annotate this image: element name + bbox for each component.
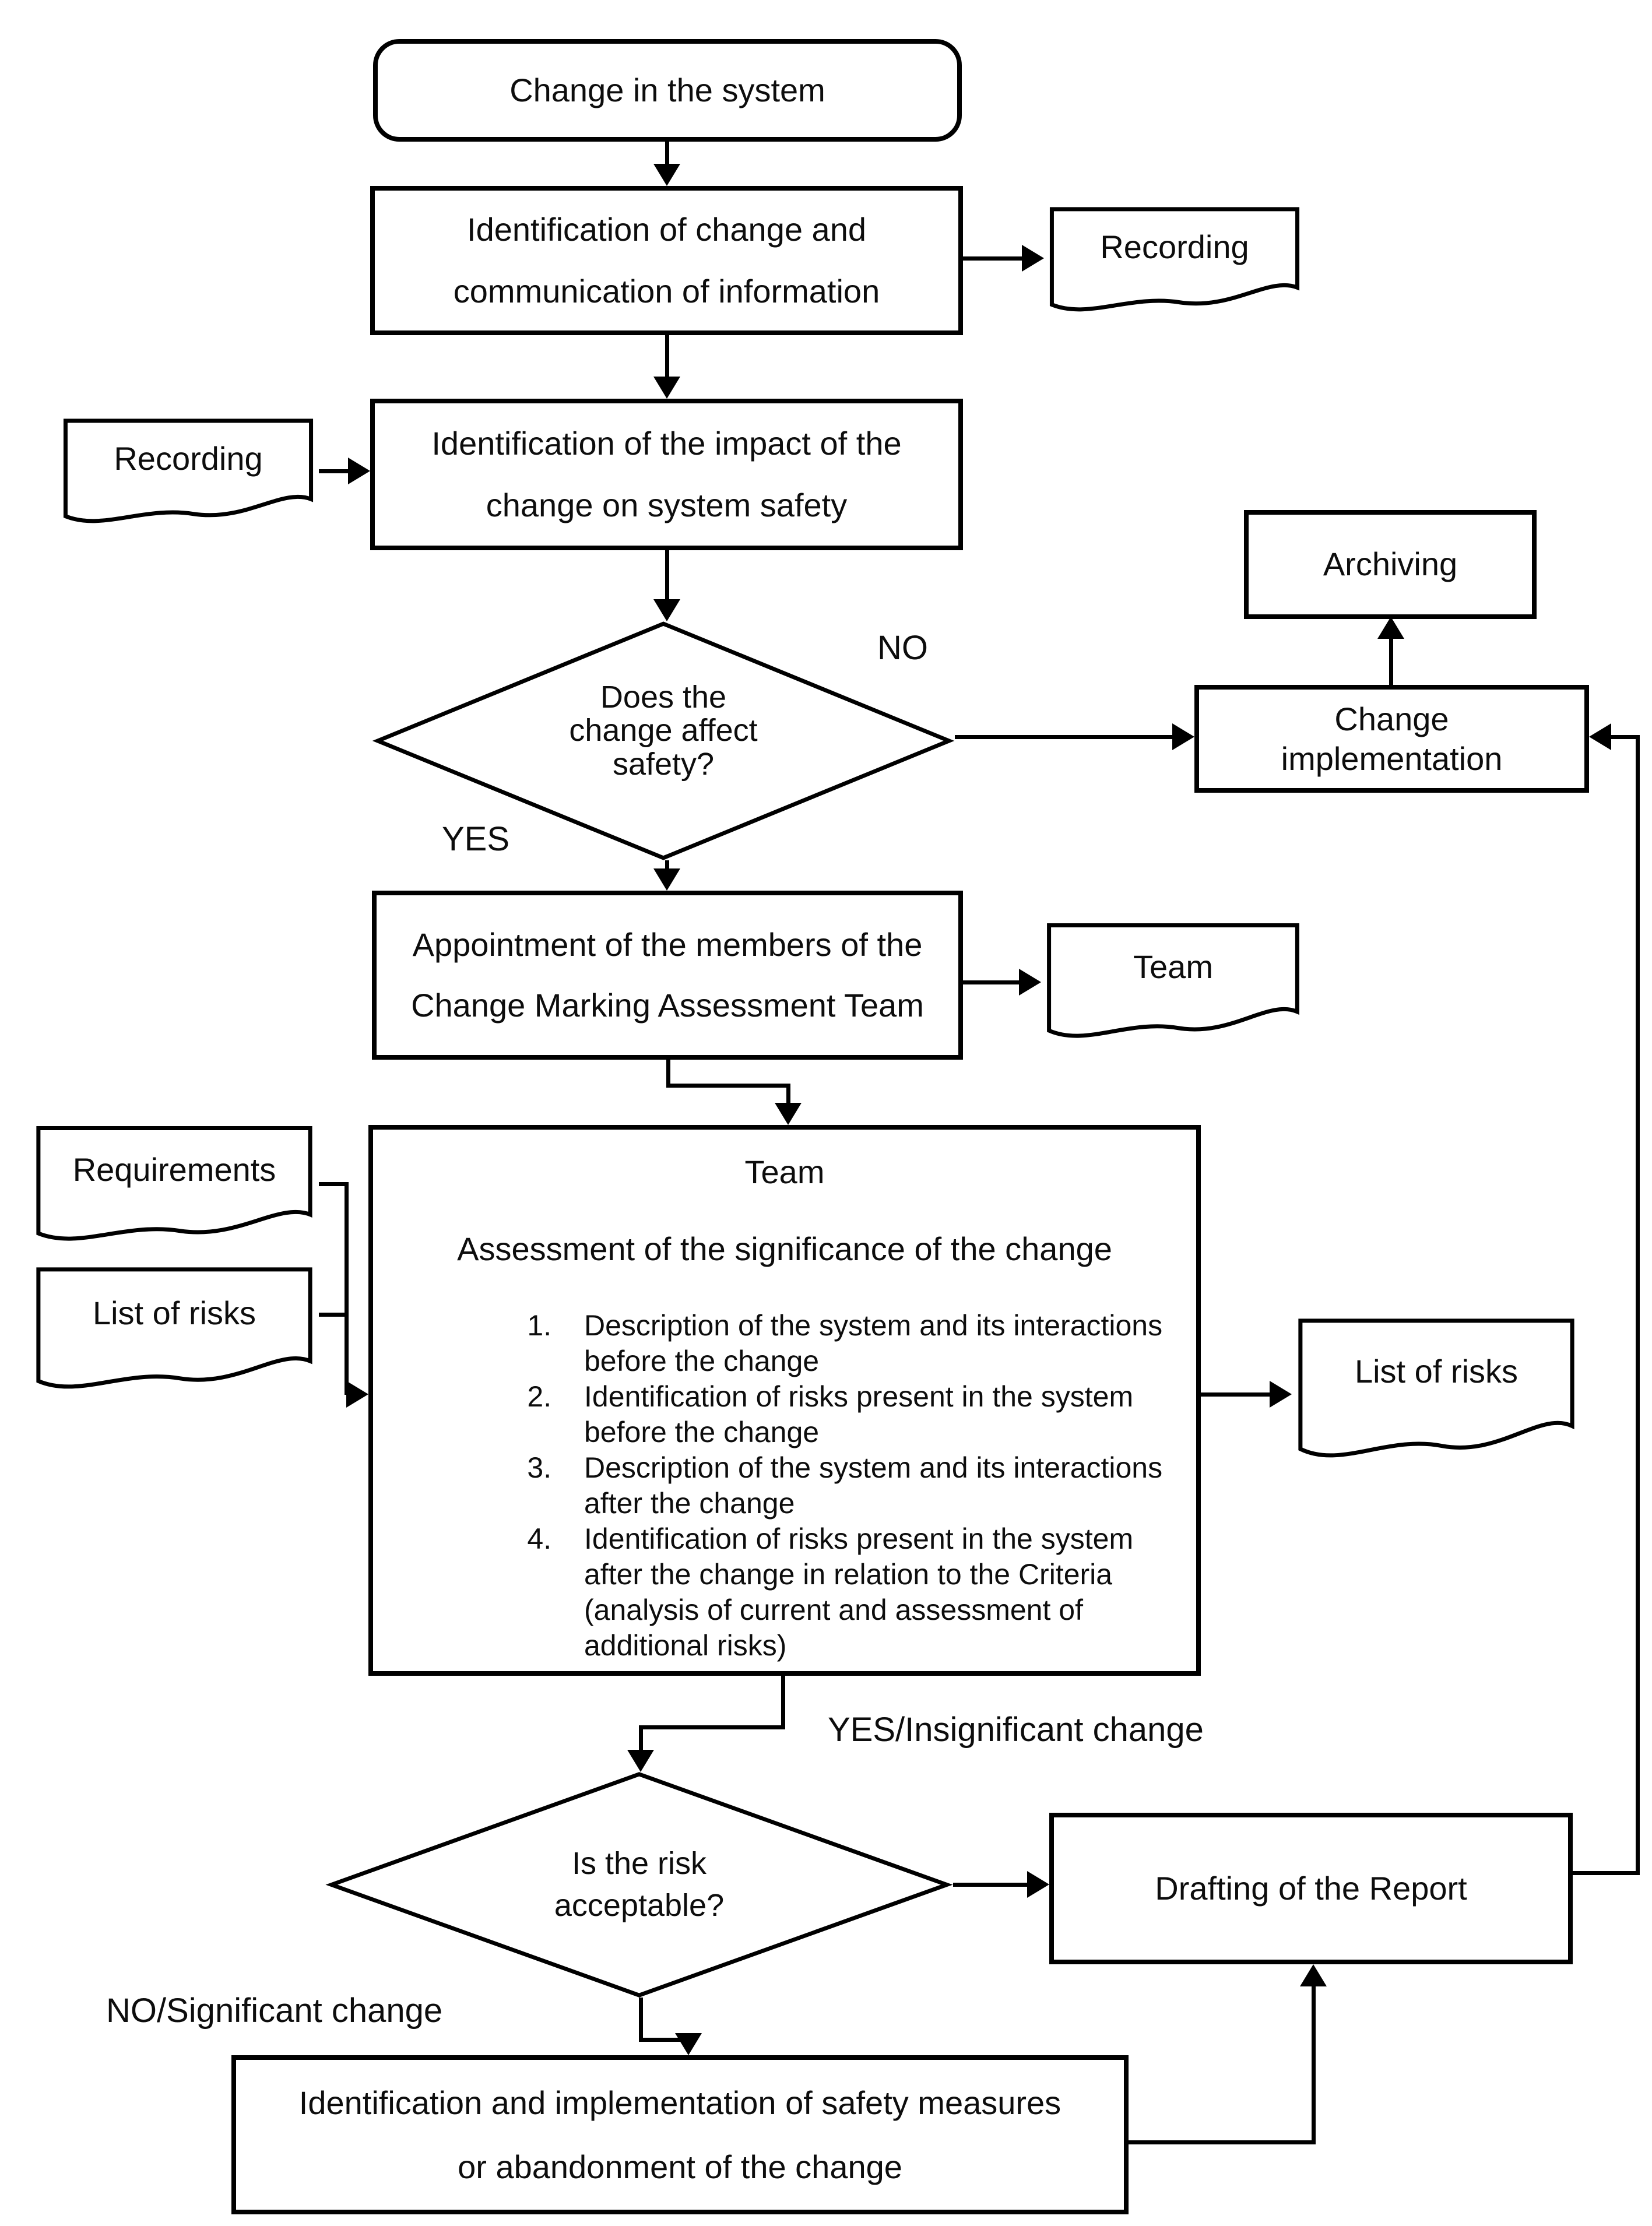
arrowhead-down-icon	[675, 2033, 702, 2055]
node-safety-measures: Identification and implementation of saf…	[231, 2055, 1129, 2214]
node-list-of-risks-output-document: List of risks	[1292, 1316, 1581, 1469]
node-decision-risk-label: Is the risk acceptable?	[554, 1846, 725, 1923]
node-change-in-system-label: Change in the system	[509, 71, 825, 108]
node-change-implementation: Change implementation	[1194, 685, 1589, 793]
connector-measures-to-drafting-seg1	[1129, 2140, 1315, 2144]
connector-assessment-to-risk-decision-seg2	[639, 1725, 785, 1729]
connector-recording-in-to-impact	[319, 469, 350, 473]
assessment-steps-list: Description of the system and its intera…	[519, 1308, 1189, 1664]
node-archiving-label: Archiving	[1323, 546, 1458, 583]
connector-drafting-feedback-seg2	[1636, 735, 1640, 1875]
node-identification-of-impact-label: Identification of the impact of the chan…	[431, 424, 902, 523]
arrowhead-up-icon	[1300, 1964, 1327, 1986]
node-list-of-risks-output-label: List of risks	[1354, 1352, 1519, 1390]
node-recording-output-document: Recording	[1044, 206, 1305, 319]
node-change-in-system: Change in the system	[373, 39, 962, 142]
assessment-step-3: Description of the system and its intera…	[560, 1450, 1189, 1521]
assessment-step-4: Identification of risks present in the s…	[560, 1521, 1189, 1664]
connector-change-implementation-to-archiving	[1389, 639, 1393, 685]
document-shape-icon	[30, 1265, 319, 1398]
node-decision-does-change-affect-safety: Does the change affect safety?	[372, 621, 955, 860]
node-identification-of-change: Identification of change and communicati…	[370, 186, 963, 335]
arrowhead-down-icon	[653, 377, 680, 399]
connector-risk-decision-to-measures-seg1	[639, 1998, 643, 2042]
connector-requirements-to-junction	[319, 1182, 347, 1186]
assessment-subtitle: Assessment of the significance of the ch…	[457, 1230, 1112, 1267]
node-list-of-risks-input-label: List of risks	[92, 1295, 256, 1332]
node-safety-measures-label: Identification and implementation of saf…	[298, 2084, 1062, 2185]
node-recording-input-label: Recording	[114, 439, 263, 477]
diamond-shape-icon	[325, 1772, 953, 1998]
node-decision-is-risk-acceptable: Is the risk acceptable?	[325, 1772, 953, 1998]
arrowhead-right-icon	[1022, 245, 1044, 272]
arrowhead-right-icon	[348, 458, 370, 484]
assessment-step-2: Identification of risks present in the s…	[560, 1379, 1189, 1450]
node-recording-output-label: Recording	[1100, 228, 1249, 265]
node-decision-risk-label-wrap: Is the risk acceptable?	[325, 1772, 953, 1998]
edge-label-yes-insignificant: YES/Insignificant change	[828, 1711, 1204, 1749]
document-shape-icon	[58, 417, 319, 531]
connector-appointment-to-assessment-seg2	[666, 1084, 790, 1088]
connector-listrisks-to-junction	[319, 1313, 347, 1317]
node-list-of-risks-input-document: List of risks	[30, 1265, 319, 1398]
edge-label-yes: YES	[442, 820, 510, 858]
arrowhead-down-icon	[653, 599, 680, 621]
connector-measures-to-drafting-seg2	[1312, 1984, 1316, 2144]
arrowhead-down-icon	[627, 1750, 654, 1772]
assessment-title: Team	[744, 1154, 825, 1190]
arrowhead-up-icon	[1377, 617, 1404, 639]
arrowhead-right-icon	[1019, 969, 1041, 996]
arrowhead-down-icon	[653, 164, 680, 186]
edge-label-no: NO	[877, 629, 928, 667]
connector-drafting-feedback-seg3	[1611, 735, 1640, 739]
connector-identify-to-impact	[665, 335, 669, 379]
node-recording-input-document: Recording	[58, 417, 319, 531]
node-decision-safety-label-wrap: Does the change affect safety?	[372, 621, 955, 860]
connector-drafting-feedback-seg1	[1573, 1871, 1640, 1875]
node-appointment-of-members-label: Appointment of the members of the Change…	[411, 926, 924, 1024]
document-shape-icon	[1044, 206, 1305, 319]
document-shape-icon	[1292, 1316, 1581, 1469]
arrowhead-down-icon	[775, 1103, 802, 1125]
connector-appointment-to-assessment-seg1	[666, 1060, 670, 1088]
connector-start-to-identify	[665, 141, 669, 168]
node-team-document-label: Team	[1133, 948, 1213, 985]
node-team-assessment-box: Team Assessment of the significance of t…	[368, 1125, 1201, 1676]
document-shape-icon	[30, 1124, 319, 1250]
node-change-implementation-label: Change implementation	[1281, 701, 1503, 777]
connector-impact-to-safety-decision	[665, 550, 669, 602]
node-appointment-of-members: Appointment of the members of the Change…	[372, 891, 963, 1060]
edge-label-no-significant: NO/Significant change	[106, 1992, 443, 2030]
arrowhead-right-icon	[1027, 1871, 1049, 1898]
arrowhead-left-icon	[1589, 723, 1611, 750]
document-shape-icon	[1041, 922, 1305, 1047]
node-identification-of-impact: Identification of the impact of the chan…	[370, 399, 963, 550]
connector-no-to-change-implementation	[955, 735, 1175, 739]
arrowhead-down-icon	[653, 868, 680, 891]
arrowhead-right-icon	[1172, 723, 1194, 750]
connector-risk-decision-to-drafting	[953, 1883, 1029, 1887]
node-decision-safety-label: Does the change affect safety?	[569, 680, 758, 782]
diamond-shape-icon	[372, 621, 955, 860]
assessment-step-1: Description of the system and its intera…	[560, 1308, 1189, 1379]
arrowhead-right-icon	[346, 1381, 368, 1408]
connector-appointment-to-team-doc	[963, 980, 1021, 984]
arrowhead-right-icon	[1270, 1381, 1292, 1408]
connector-assessment-to-listrisks-out	[1201, 1392, 1272, 1397]
node-identification-of-change-label: Identification of change and communicati…	[453, 210, 880, 310]
node-team-document: Team	[1041, 922, 1305, 1047]
connector-assessment-to-risk-decision-seg1	[781, 1676, 785, 1729]
connector-appointment-to-assessment-seg3	[786, 1084, 790, 1105]
connector-identify-to-recording-out	[963, 256, 1024, 261]
node-requirements-label: Requirements	[72, 1151, 276, 1188]
node-requirements-document: Requirements	[30, 1124, 319, 1250]
connector-assessment-to-risk-decision-seg3	[639, 1725, 643, 1753]
node-archiving: Archiving	[1244, 510, 1537, 619]
node-drafting-of-report: Drafting of the Report	[1049, 1813, 1573, 1964]
connector-risk-decision-to-measures-seg2	[639, 2038, 693, 2042]
connector-junction-vertical	[345, 1182, 349, 1394]
node-drafting-of-report-label: Drafting of the Report	[1155, 1869, 1467, 1907]
connector-yes-to-appointment	[665, 860, 669, 871]
